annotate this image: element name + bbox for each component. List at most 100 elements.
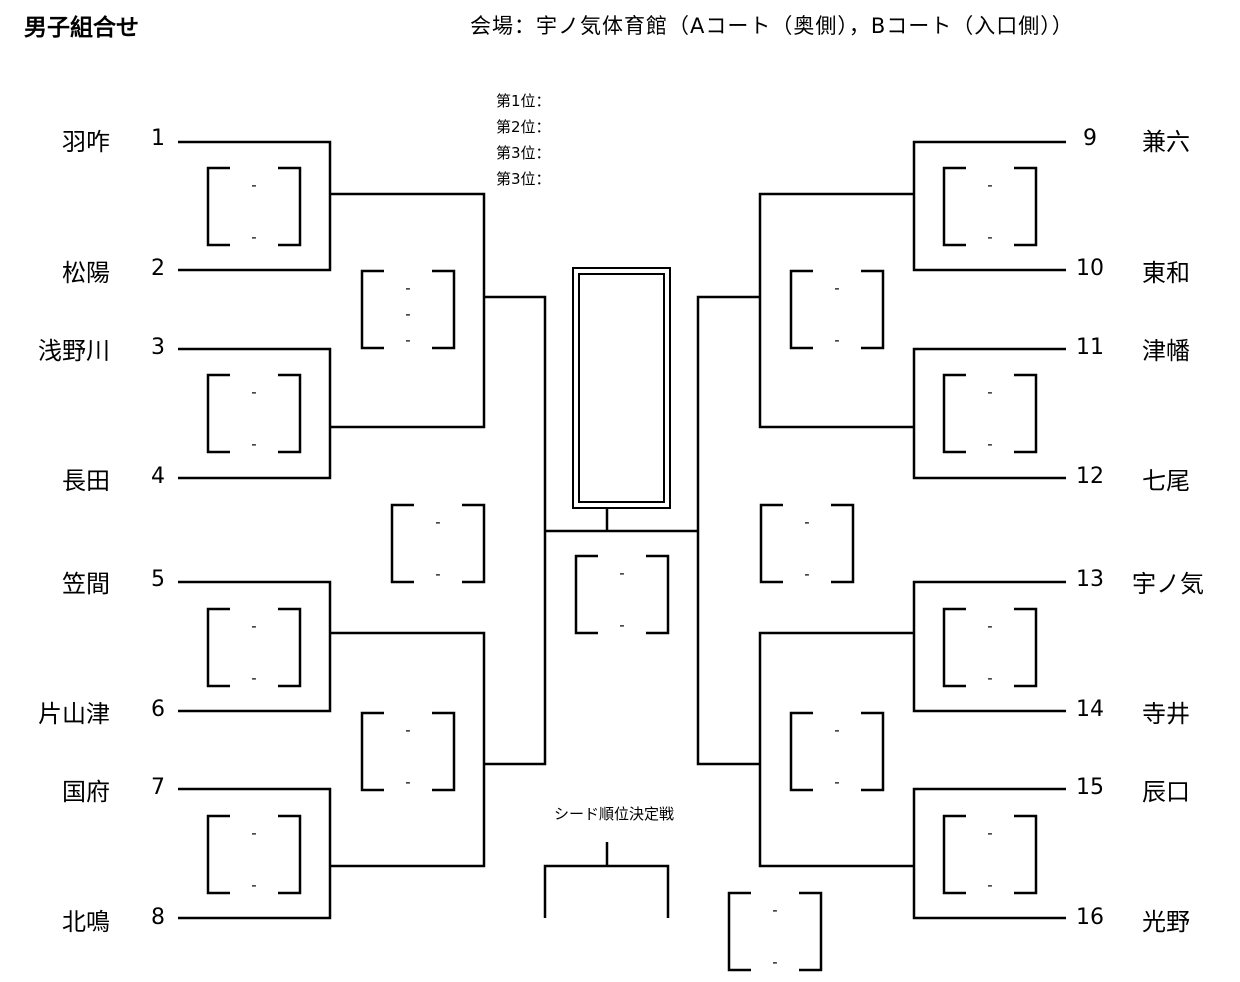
champion-box-inner [578,273,665,503]
score-separator: - [987,176,993,194]
seed-left-7: 7 [151,775,165,800]
bracket-left-semi [484,295,547,766]
score-separator: - [619,616,625,634]
bracket-left-r1-4 [178,787,332,920]
team-left-3: 浅野川 [38,337,110,365]
score-bracket-right-9 [1014,166,1038,247]
bracket-right-r1-2 [912,347,1066,480]
score-bracket-left-12 [942,814,966,895]
score-bracket-right-15 [831,503,855,584]
venue-info: 会場：宇ノ気体育館（Aコート（奥側），Bコート（入口側）） [470,14,1074,38]
score-separator: - [987,876,993,894]
team-right-14: 寺井 [1142,700,1190,728]
rank-3a-label: 第3位： [496,144,551,162]
score-separator: - [251,617,257,635]
score-bracket-left-4 [206,814,230,895]
score-bracket-right-10 [1014,373,1038,454]
score-separator: - [251,176,257,194]
score-separator: - [405,721,411,739]
score-separator: - [405,331,411,349]
score-separator: - [405,279,411,297]
score-bracket-left-7 [390,503,414,584]
score-bracket-left-3 [206,607,230,688]
score-separator: - [987,228,993,246]
team-left-1: 羽咋 [62,128,110,156]
score-separator: - [987,435,993,453]
seed-right-16: 16 [1076,905,1104,930]
seed-left-2: 2 [151,256,165,281]
team-right-16: 光野 [1142,908,1190,936]
team-left-7: 国府 [62,778,110,806]
score-separator: - [987,383,993,401]
score-separator: - [619,564,625,582]
score-bracket-right-11 [1014,607,1038,688]
score-separator: - [834,331,840,349]
seed-left-8: 8 [151,905,165,930]
score-separator: - [987,669,993,687]
score-bracket-right-3 [278,607,302,688]
score-bracket-left-11 [942,607,966,688]
bracket-right-semi [696,295,760,766]
seed-right-12: 12 [1076,464,1104,489]
page-title: 男子組合せ [24,15,139,41]
score-separator: - [804,565,810,583]
score-separator: - [804,513,810,531]
score-separator: - [405,305,411,323]
bracket-right-r1-4 [912,787,1066,920]
score-bracket-left-2 [206,373,230,454]
team-right-9: 兼六 [1142,128,1190,156]
score-bracket-right-4 [278,814,302,895]
team-right-11: 津幡 [1142,337,1190,365]
score-bracket-left-9 [942,166,966,247]
team-left-6: 片山津 [38,700,110,728]
score-separator: - [435,513,441,531]
bracket-left-r2-2 [330,631,486,868]
team-left-5: 笠間 [62,570,110,598]
score-separator: - [772,953,778,971]
seed-right-13: 13 [1076,567,1104,592]
bracket-right-r1-1 [912,140,1066,272]
score-separator: - [834,721,840,739]
score-separator: - [772,901,778,919]
score-separator: - [251,876,257,894]
score-bracket-right-6 [432,711,456,792]
score-bracket-right-14 [861,711,885,792]
score-separator: - [834,773,840,791]
champion-box-outer [572,267,671,509]
seed-left-6: 6 [151,697,165,722]
seed-left-1: 1 [151,126,165,151]
rank-2-label: 第2位： [496,118,551,136]
bracket-right-r2-1 [758,192,914,429]
rank-1-label: 第1位： [496,92,551,110]
bracket-left-r2-1 [330,192,486,429]
bracket-left-r1-3 [178,580,332,713]
seed-right-10: 10 [1076,256,1104,281]
score-bracket-left-1 [206,166,230,247]
seed-left-3: 3 [151,335,165,360]
score-bracket-left-8 [574,554,598,635]
team-right-13: 宇ノ気 [1132,570,1204,598]
seed-right-11: 11 [1076,335,1104,360]
score-separator: - [435,565,441,583]
score-bracket-left-16 [727,891,751,972]
bracket-left-r1-1 [178,140,332,272]
score-bracket-left-10 [942,373,966,454]
team-left-8: 北鳴 [62,908,110,936]
score-bracket-left-13 [789,269,813,350]
score-bracket-right-8 [646,554,670,635]
rank-3b-label: 第3位： [496,170,551,188]
team-right-15: 辰口 [1142,778,1190,806]
score-separator: - [251,824,257,842]
score-separator: - [251,669,257,687]
seed-right-15: 15 [1076,775,1104,800]
seed-left-4: 4 [151,464,165,489]
score-bracket-right-1 [278,166,302,247]
team-left-4: 長田 [62,467,110,495]
seed-left-5: 5 [151,567,165,592]
score-separator: - [251,383,257,401]
seed-right-9: 9 [1083,126,1097,151]
team-right-12: 七尾 [1142,467,1190,495]
score-bracket-left-5 [360,269,384,350]
score-bracket-right-12 [1014,814,1038,895]
